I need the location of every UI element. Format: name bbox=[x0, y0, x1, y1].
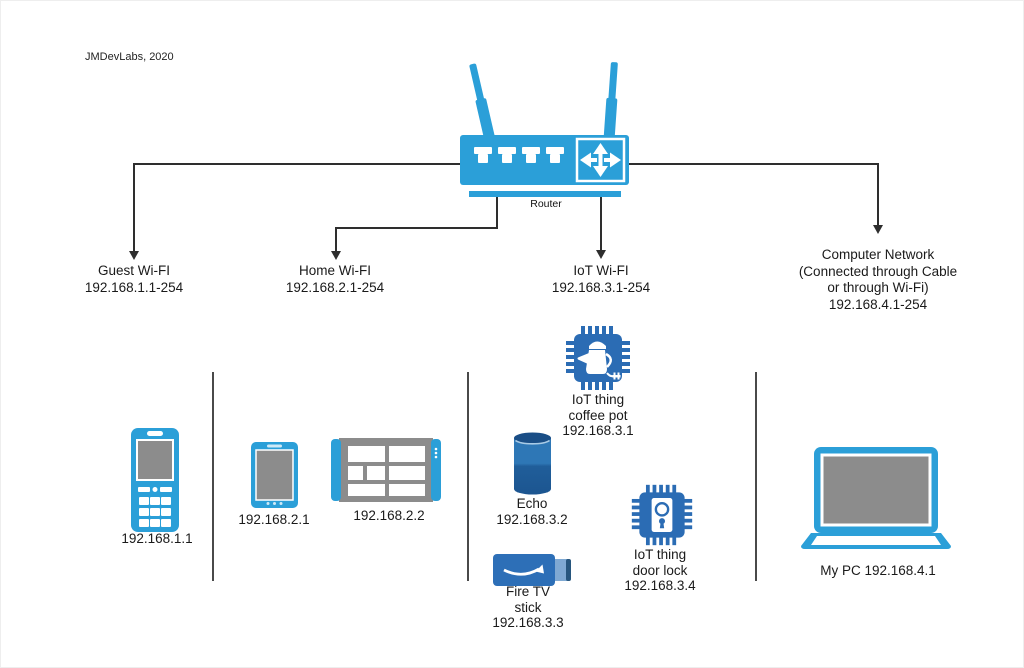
coffee-pot-ip-label: 192.168.3.1 bbox=[562, 423, 634, 438]
divider-guest-home bbox=[212, 372, 214, 581]
coffee-pot-label-line1: IoT thing bbox=[571, 392, 625, 407]
home-network-name: Home Wi-FI bbox=[299, 263, 371, 278]
divider-iot-computer bbox=[755, 372, 757, 581]
router-label: Router bbox=[530, 198, 562, 210]
iot-arrowhead-icon bbox=[596, 250, 606, 259]
smart-tv-icon bbox=[331, 438, 441, 502]
computer-network-sub1: (Connected through Cable bbox=[798, 263, 958, 279]
computer-arrowhead-icon bbox=[873, 225, 883, 234]
tablet-icon bbox=[251, 442, 298, 508]
home-connector-vertical-2 bbox=[335, 227, 337, 251]
door-lock-label-line1: IoT thing bbox=[633, 547, 687, 562]
echo-label-line1: Echo bbox=[516, 496, 548, 511]
fire-tv-ip-label: 192.168.3.3 bbox=[492, 615, 564, 630]
guest-connector-horizontal bbox=[134, 163, 462, 165]
fire-tv-label: Fire TV stick 192.168.3.3 bbox=[468, 584, 588, 631]
iot-chip-door-lock-icon bbox=[629, 482, 695, 548]
router-icon bbox=[456, 58, 633, 200]
home-connector-horizontal bbox=[335, 227, 498, 229]
guest-network-range: 192.168.1.1-254 bbox=[84, 279, 184, 295]
fire-tv-label-line2: stick bbox=[514, 599, 542, 615]
my-pc-label: My PC 192.168.4.1 bbox=[820, 563, 936, 578]
fire-tv-stick-icon bbox=[493, 554, 573, 586]
echo-speaker-icon bbox=[514, 430, 551, 498]
home-connector-vertical-1 bbox=[496, 194, 498, 229]
computer-network-name: Computer Network bbox=[821, 247, 935, 262]
iot-chip-coffee-pot-icon bbox=[563, 323, 633, 393]
guest-arrowhead-icon bbox=[129, 251, 139, 260]
divider-home-iot bbox=[467, 372, 469, 581]
door-lock-ip-label: 192.168.3.4 bbox=[624, 578, 696, 593]
guest-connector-vertical bbox=[133, 163, 135, 251]
tablet-ip-label: 192.168.2.1 bbox=[238, 512, 310, 527]
guest-network-name: Guest Wi-FI bbox=[97, 263, 170, 278]
iot-connector-vertical bbox=[600, 194, 602, 250]
phone-ip-label: 192.168.1.1 bbox=[121, 531, 193, 546]
iot-network-range: 192.168.3.1-254 bbox=[551, 279, 651, 295]
guest-network-label: Guest Wi-FI 192.168.1.1-254 bbox=[54, 263, 214, 296]
iot-network-name: IoT Wi-FI bbox=[573, 263, 629, 278]
computer-network-label: Computer Network (Connected through Cabl… bbox=[783, 247, 973, 313]
computer-connector-vertical bbox=[877, 163, 879, 225]
coffee-pot-label-line2: coffee pot bbox=[568, 407, 628, 423]
laptop-icon bbox=[801, 447, 951, 549]
computer-connector-horizontal bbox=[629, 163, 878, 165]
door-lock-label-line2: door lock bbox=[632, 562, 688, 578]
coffee-pot-label: IoT thing coffee pot 192.168.3.1 bbox=[538, 392, 658, 439]
home-network-label: Home Wi-FI 192.168.2.1-254 bbox=[255, 263, 415, 296]
echo-ip-label: 192.168.3.2 bbox=[496, 511, 568, 527]
watermark-text: JMDevLabs, 2020 bbox=[85, 51, 174, 63]
computer-network-range: 192.168.4.1-254 bbox=[828, 296, 928, 312]
fire-tv-label-line1: Fire TV bbox=[505, 584, 550, 599]
computer-network-sub2: or through Wi-Fi) bbox=[827, 280, 929, 295]
home-network-range: 192.168.2.1-254 bbox=[285, 279, 385, 295]
home-arrowhead-icon bbox=[331, 251, 341, 260]
smart-tv-ip-label: 192.168.2.2 bbox=[353, 508, 425, 523]
echo-label: Echo 192.168.3.2 bbox=[472, 496, 592, 527]
iot-network-label: IoT Wi-FI 192.168.3.1-254 bbox=[521, 263, 681, 296]
feature-phone-icon bbox=[131, 428, 179, 532]
door-lock-label: IoT thing door lock 192.168.3.4 bbox=[600, 547, 720, 594]
